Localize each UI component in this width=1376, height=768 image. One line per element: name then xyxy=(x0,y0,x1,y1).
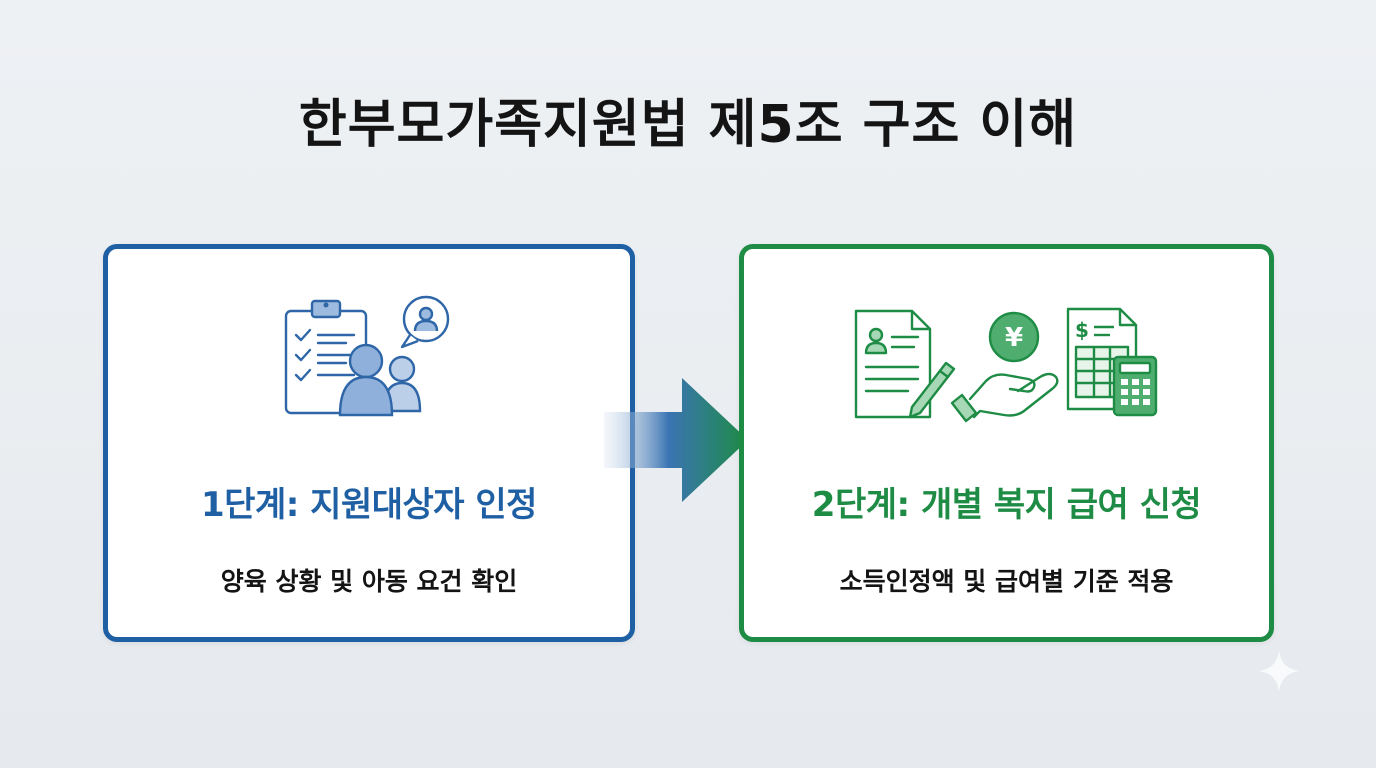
document-dollar-symbol: $ xyxy=(1075,318,1089,342)
step-1-icons xyxy=(108,291,630,431)
step-2-description: 소득인정액 및 급여별 기준 적용 xyxy=(839,567,1174,596)
step-1-heading: 1단계: 지원대상자 인정 xyxy=(201,485,537,525)
step-1-card: 1단계: 지원대상자 인정 양육 상황 및 아동 요건 확인 xyxy=(103,244,635,642)
coin-symbol: ¥ xyxy=(1004,323,1022,353)
step-2-card: ¥ $ xyxy=(739,244,1274,642)
checklist-clipboard-icon xyxy=(284,299,368,415)
step-2-illustration: ¥ $ xyxy=(854,307,1157,423)
sparkle-icon xyxy=(1258,650,1300,692)
people-icon xyxy=(338,343,422,417)
step-1-illustration xyxy=(284,295,450,417)
step-2-icons: ¥ $ xyxy=(744,291,1269,431)
person-chat-bubble-icon xyxy=(400,295,450,349)
hand-yen-coin-icon: ¥ xyxy=(950,311,1059,423)
document-pen-icon xyxy=(854,309,955,419)
arrow-right-icon xyxy=(604,378,748,502)
spreadsheet-calculator-icon: $ xyxy=(1066,307,1157,417)
step-2-heading: 2단계: 개별 복지 급여 신청 xyxy=(811,485,1202,525)
step-1-description: 양육 상황 및 아동 요건 확인 xyxy=(220,567,518,596)
page-title: 한부모가족지원법 제5조 구조 이해 xyxy=(298,95,1078,155)
